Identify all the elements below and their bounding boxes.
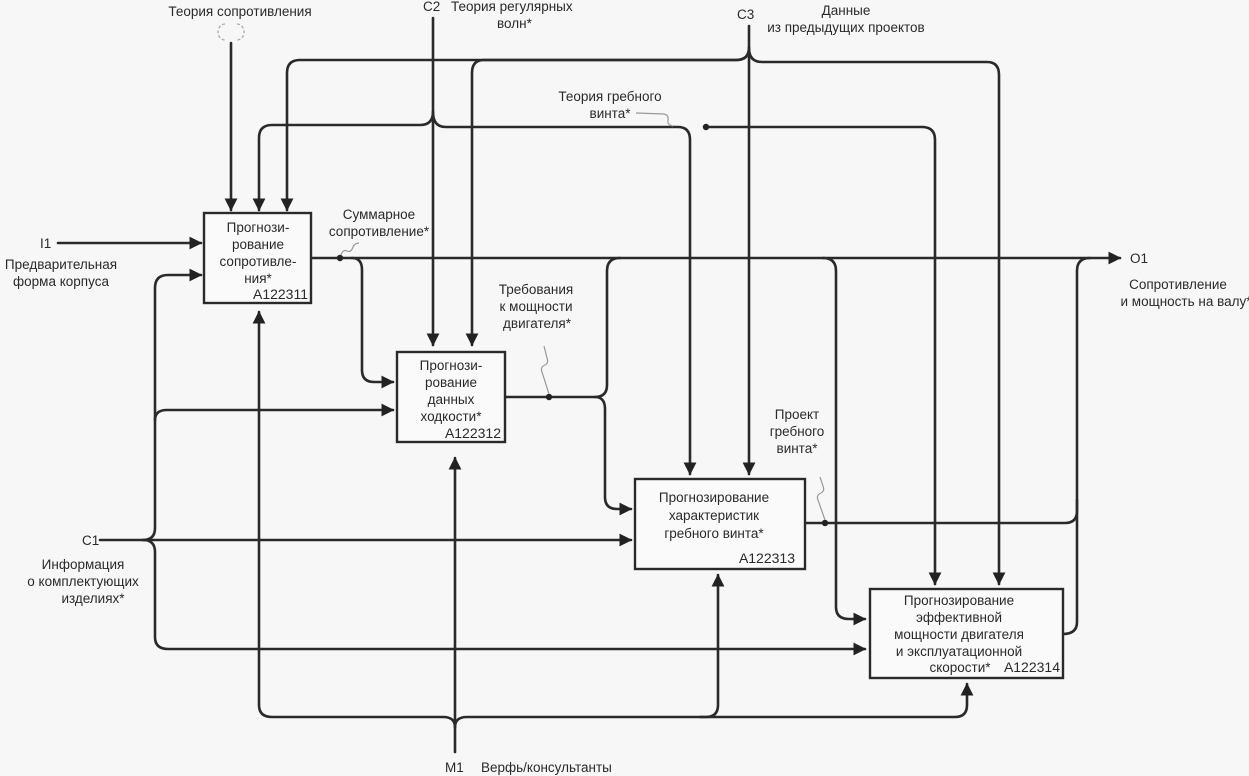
arrow-m1-to-box4[interactable] [698, 682, 974, 719]
activity-box[interactable]: Прогнози- рование данных ходкости* A1223… [395, 350, 507, 444]
c1-label: Информация [42, 557, 125, 572]
activity-box[interactable]: Прогнозирование характеристик гребного в… [633, 477, 807, 571]
c1-label: о комплектующих [27, 574, 139, 589]
arrow-label: к мощности [500, 299, 573, 314]
arrow-m1-to-box3[interactable] [453, 573, 725, 729]
label-leader [540, 345, 550, 395]
arrow-c1-to-box4[interactable] [141, 538, 867, 656]
arrow-power-to-box3[interactable] [593, 395, 633, 516]
tunnel-icon [217, 23, 245, 41]
activity-box[interactable]: Прогнози- рование сопротивле- ния* A1223… [202, 211, 313, 305]
i1-label: Предварительная [5, 257, 117, 272]
arrows [56, 16, 1122, 754]
box-label: эффективной [916, 610, 1002, 625]
box-label: ния* [244, 271, 272, 286]
box-id: A122312 [445, 425, 501, 441]
activity-box[interactable]: Прогнозирование эффективной мощности дви… [868, 587, 1065, 680]
i1-code: I1 [40, 236, 51, 251]
c3-label: из предыдущих проектов [767, 20, 924, 35]
c2-code: C2 [423, 0, 440, 14]
arrow-label: Теория гребного [558, 89, 661, 104]
arrow-resistance-to-box4[interactable] [821, 256, 867, 626]
box-label: скорости* [929, 660, 991, 675]
box-label: характеристик [669, 508, 759, 523]
junction-dot [821, 519, 829, 527]
box-id: A122314 [1004, 659, 1060, 675]
m1-label: Верфь/консультанты [481, 760, 612, 775]
tunnel-label: Теория сопротивления [168, 4, 311, 19]
box-label: мощности двигателя [894, 627, 1024, 642]
box-label: Прогнозирование [904, 593, 1014, 608]
arrow-m1-to-box1[interactable] [252, 310, 457, 729]
c3-code: C3 [737, 7, 754, 22]
arrow-label: гребного [770, 424, 825, 439]
i1-label: форма корпуса [13, 274, 109, 289]
box-label: ходкости* [421, 409, 483, 424]
o1-label: Сопротивление [1129, 277, 1227, 292]
c3-label: Данные [822, 3, 871, 18]
box-label: Прогнози- [227, 220, 290, 235]
arrow-c3-branch-box2[interactable] [465, 46, 751, 347]
c1-code: C1 [82, 533, 99, 548]
label-leader [635, 112, 674, 127]
box-label: Прогнозирование [659, 490, 769, 505]
arrow-c1-to-box2[interactable] [153, 403, 395, 422]
box-label: рование [425, 375, 477, 390]
arrow-label: винта* [777, 441, 819, 456]
box-id: A122313 [739, 550, 795, 566]
arrow-label: сопротивление* [329, 224, 430, 239]
o1-label: и мощность на валу* [1121, 294, 1249, 309]
arrow-c3-branch-right[interactable] [747, 46, 1006, 586]
arrow-propeller-design[interactable] [803, 256, 1092, 525]
box-id: A122311 [253, 286, 308, 302]
c1-label: изделиях* [61, 591, 125, 606]
arrow-c2-branch-right[interactable] [431, 110, 697, 476]
junction-dot [702, 123, 710, 131]
box-label: сопротивле- [220, 254, 297, 269]
box-label: данных [428, 392, 475, 407]
arrow-box4-output[interactable] [1061, 498, 1079, 636]
junction-dot [545, 393, 553, 401]
arrow-c1-to-box1[interactable] [141, 268, 203, 542]
box-label: и эксплуатационной [896, 644, 1022, 659]
c2-label: волн* [497, 16, 533, 31]
arrow-resistance-to-box2[interactable] [350, 256, 395, 389]
arrow-label: Требования [499, 282, 573, 297]
arrow-label: Суммарное [343, 207, 415, 222]
c2-label: Теория регулярных [451, 0, 573, 14]
arrow-c3-branch-left[interactable] [280, 46, 751, 212]
arrow-label: винта* [590, 106, 632, 121]
o1-code: O1 [1130, 251, 1148, 266]
arrow-labels: Суммарное сопротивление* Теория гребного… [329, 89, 824, 456]
arrow-c2-branch-left[interactable] [252, 110, 435, 212]
m1-code: M1 [445, 760, 464, 775]
box-label: Прогнози- [420, 358, 483, 373]
arrow-propeller-theory[interactable] [704, 125, 942, 586]
label-leader [340, 242, 360, 256]
box-label: гребного винта* [664, 526, 764, 541]
box-label: рование [232, 237, 284, 252]
junction-dot [336, 254, 344, 262]
arrow-label: двигателя* [503, 316, 572, 331]
boundary-labels: Теория сопротивления I1 Предварительная … [5, 0, 1249, 775]
label-leader [816, 476, 826, 521]
arrow-label: Проект [775, 407, 819, 422]
